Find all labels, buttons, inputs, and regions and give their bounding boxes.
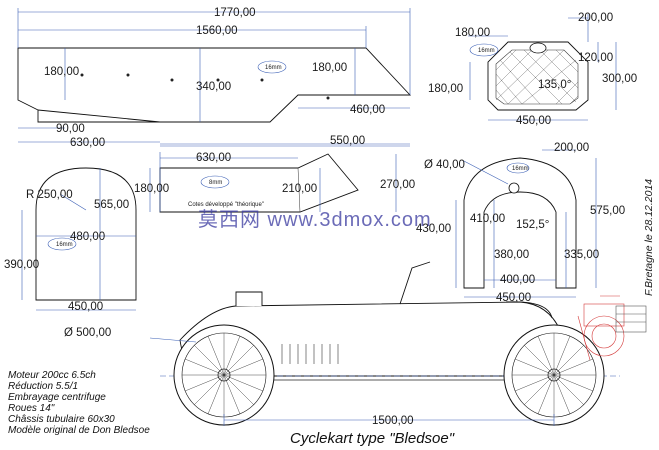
- rear-leg-height: 335,00: [564, 249, 599, 261]
- rear-inner-width: 400,00: [500, 274, 535, 286]
- side-panel-right-height: 180,00: [312, 62, 347, 74]
- elevation-view: Ø 500,00 1500,00: [64, 261, 647, 427]
- spec-line: Embrayage centrifuge: [8, 392, 106, 403]
- side-panel-right-bottom-width: 460,00: [350, 104, 385, 116]
- nose-frame-view: 200,00 180,00 120,00 300,00 180,00 135,0…: [428, 12, 637, 127]
- floor-left-height: 180,00: [134, 183, 169, 195]
- seat-back-view: R 250,00 480,00 565,00 390,00 450,00 16m…: [4, 167, 137, 313]
- rear-thickness-tag: 16mm: [512, 166, 529, 172]
- nose-height: 300,00: [602, 73, 637, 85]
- nose-top-width: 200,00: [578, 12, 613, 24]
- author-date: F.Bretagne le 28.12.2014: [643, 179, 655, 296]
- side-panel-bottom-width: 630,00: [70, 137, 105, 149]
- spec-line: Moteur 200cc 6.5ch: [8, 370, 96, 381]
- side-panel-view: 1770,00 1560,00 180,00 340,00 180,00 16m…: [17, 7, 412, 149]
- rear-inner-height: 410,00: [470, 213, 505, 225]
- seat-back-side-height: 390,00: [4, 259, 39, 271]
- nose-top-depth: 120,00: [578, 52, 613, 64]
- floor-panel-view: 630,00 550,00 180,00 210,00 270,00 8mm C…: [134, 135, 415, 213]
- engine-sketch: [577, 295, 647, 361]
- side-panel-upper-width: 1560,00: [196, 25, 238, 37]
- side-panel-overall-width: 1770,00: [214, 7, 256, 19]
- wheel-diameter: Ø 500,00: [64, 327, 111, 339]
- watermark: 莫西网 www.3dmox.com: [198, 208, 432, 231]
- nose-thickness-tag: 16mm: [478, 48, 495, 54]
- spec-line: Réduction 5.5/1: [8, 381, 78, 392]
- floor-note: Cotes développé "théorique": [188, 202, 264, 208]
- wheelbase: 1500,00: [372, 415, 414, 427]
- seat-back-radius: R 250,00: [26, 189, 73, 201]
- front-wheel: [173, 324, 275, 426]
- nose-bottom-width: 450,00: [516, 115, 551, 127]
- nose-angle: 135,0°: [538, 79, 571, 91]
- floor-thickness-tag: 8mm: [209, 180, 222, 186]
- spec-notes: Moteur 200cc 6.5ch Réduction 5.5/1 Embra…: [8, 370, 150, 436]
- rear-frame-view: Ø 40,00 200,00 16mm 430,00 410,00 152,5°…: [416, 142, 625, 304]
- floor-overall-width: 550,00: [330, 135, 365, 147]
- spec-line: Châssis tubulaire 60x30: [8, 414, 115, 425]
- spec-line: Roues 14": [8, 403, 55, 414]
- floor-bottom-width: 630,00: [196, 152, 231, 164]
- rear-arch-height: 380,00: [494, 249, 529, 261]
- rear-top-width: 200,00: [554, 142, 589, 154]
- floor-inner-height: 210,00: [282, 183, 317, 195]
- rear-hole: Ø 40,00: [424, 159, 465, 171]
- side-panel-bottom-offset: 90,00: [56, 123, 85, 135]
- seat-back-arc-height: 565,00: [94, 199, 129, 211]
- seat-back-thickness-tag: 16mm: [56, 242, 73, 248]
- seat-back-bottom-width: 450,00: [68, 301, 103, 313]
- rear-wheel: [503, 324, 605, 426]
- spec-line: Modèle original de Don Bledsoe: [8, 425, 150, 436]
- rear-angle: 152,5°: [516, 219, 549, 231]
- rear-bottom-width: 450,00: [496, 292, 531, 304]
- nose-side-offset: 180,00: [455, 27, 490, 39]
- seat-back-arc-width: 480,00: [70, 231, 105, 243]
- side-panel-mid-height: 340,00: [196, 81, 231, 93]
- drawing-title: Cyclekart type "Bledsoe": [290, 430, 455, 447]
- floor-right-height: 270,00: [380, 179, 415, 191]
- side-panel-thickness-tag: 16mm: [265, 65, 282, 71]
- rear-left-height: 430,00: [416, 223, 451, 235]
- side-panel-left-height: 180,00: [44, 66, 79, 78]
- nose-left-height: 180,00: [428, 83, 463, 95]
- rear-height: 575,00: [590, 205, 625, 217]
